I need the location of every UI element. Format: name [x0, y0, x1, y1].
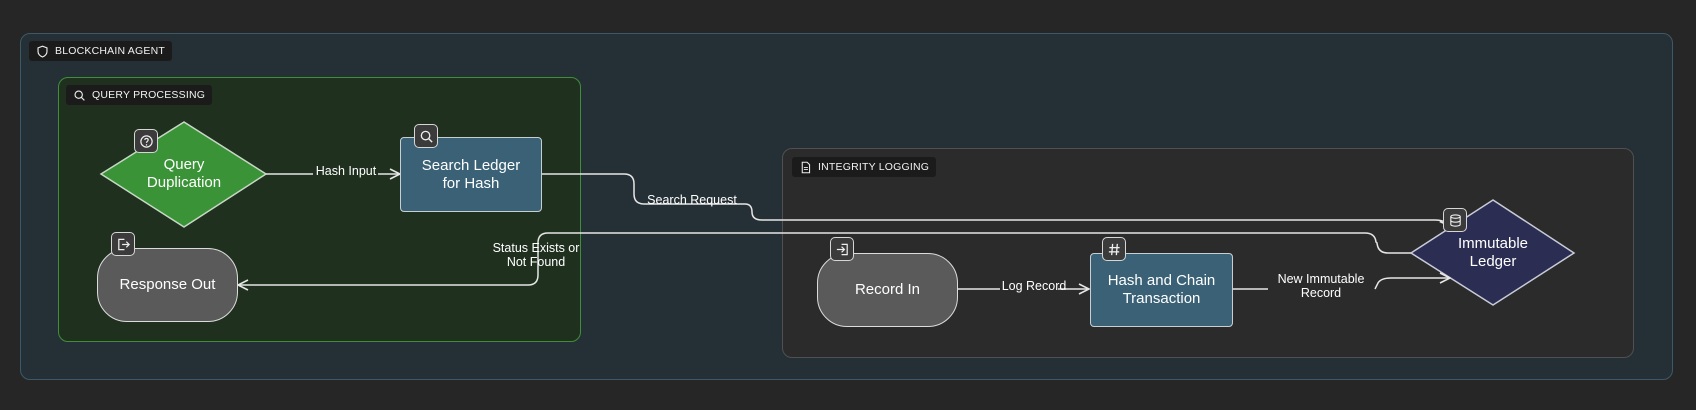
group-title: QUERY PROCESSING	[92, 89, 206, 101]
hash-icon	[1108, 243, 1120, 255]
document-icon	[801, 161, 811, 173]
response-out-node[interactable]: Response Out	[97, 248, 238, 322]
query-duplication-badge	[134, 129, 158, 153]
immutable-ledger-label: Immutable Ledger	[1457, 235, 1529, 270]
record-in-label: Record In	[854, 281, 921, 298]
response-out-label: Response Out	[119, 276, 216, 293]
hash-chain-label: Hash and Chain Transaction	[1107, 272, 1216, 307]
database-icon	[1449, 213, 1461, 227]
group-title: BLOCKCHAIN AGENT	[55, 45, 165, 57]
edge-status	[238, 232, 1411, 285]
edge-label-status: Status Exists or Not Found	[492, 241, 580, 269]
response-out-badge	[111, 232, 135, 256]
edge-label-hash-input: Hash Input	[315, 164, 377, 178]
group-label-integrity-logging: INTEGRITY LOGGING	[792, 157, 937, 177]
immutable-ledger-badge	[1443, 208, 1467, 232]
edge-label-search-request: Search Request	[647, 193, 737, 207]
group-label-query-processing: QUERY PROCESSING	[66, 85, 213, 105]
hash-chain-node[interactable]: Hash and Chain Transaction	[1090, 253, 1233, 327]
edge-label-new-immutable: New Immutable Record	[1277, 272, 1365, 300]
search-ledger-badge	[414, 124, 438, 148]
search-ledger-node[interactable]: Search Ledger for Hash	[400, 137, 542, 212]
edge-new-immutable	[1233, 278, 1450, 289]
shield-icon	[37, 45, 48, 58]
group-title: INTEGRITY LOGGING	[818, 161, 930, 173]
search-icon	[420, 130, 433, 143]
hash-chain-badge	[1102, 237, 1126, 261]
question-icon	[139, 134, 153, 148]
record-in-node[interactable]: Record In	[817, 253, 958, 327]
exit-icon	[117, 238, 130, 250]
record-in-badge	[830, 237, 854, 261]
edge-search-request	[542, 173, 1450, 226]
search-icon	[74, 89, 85, 101]
enter-icon	[836, 243, 848, 255]
group-label-blockchain-agent: BLOCKCHAIN AGENT	[29, 41, 172, 61]
search-ledger-label: Search Ledger for Hash	[421, 156, 521, 192]
query-duplication-label: Query Duplication	[146, 156, 222, 191]
edge-label-log-record: Log Record	[1001, 279, 1067, 293]
